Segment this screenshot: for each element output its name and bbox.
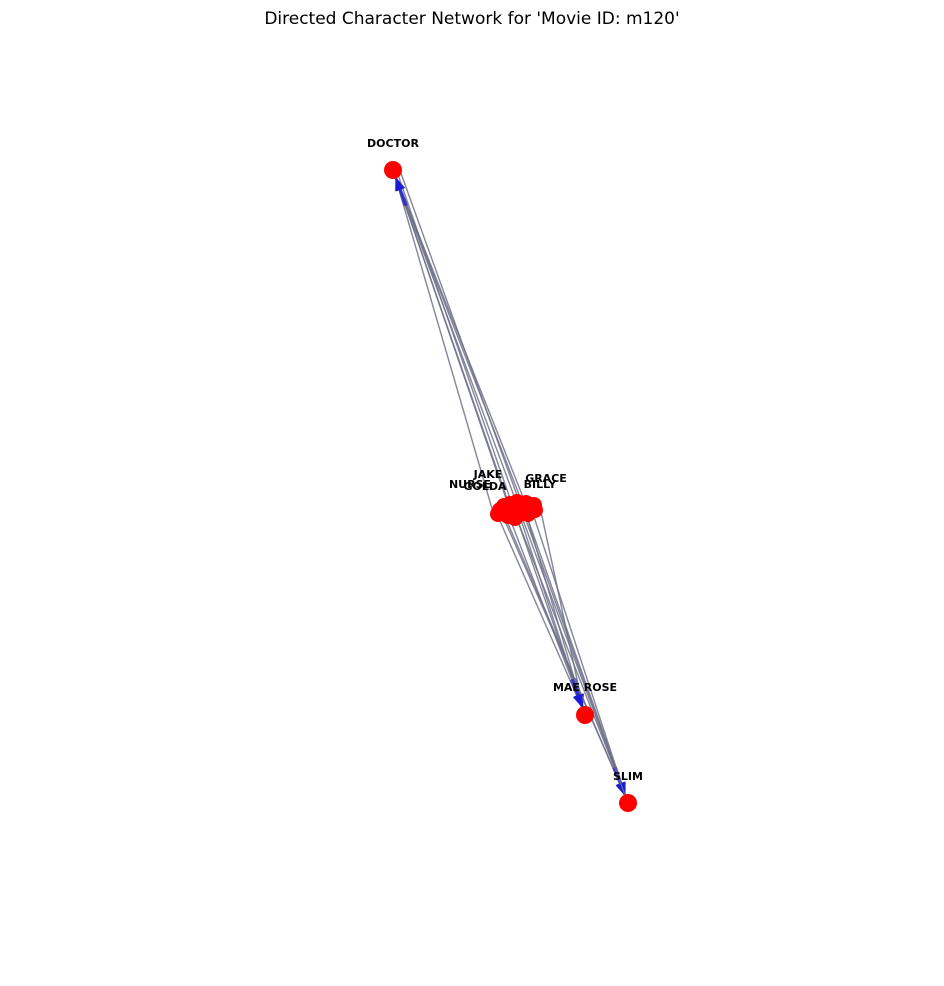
arrowhead xyxy=(395,177,405,192)
node-label-nurse: NURSE xyxy=(449,478,491,491)
node-label-grace: GRACE xyxy=(525,472,567,485)
node-mae-rose[interactable] xyxy=(576,706,594,724)
nodes-layer xyxy=(384,161,637,812)
node-label-mae-rose: MAE ROSE xyxy=(553,681,617,694)
node-label-slim: SLIM xyxy=(613,770,643,783)
node-doctor[interactable] xyxy=(384,161,402,179)
edges-layer xyxy=(394,167,629,804)
node-slim[interactable] xyxy=(619,794,637,812)
chart-title: Directed Character Network for 'Movie ID… xyxy=(264,9,679,29)
edge-slim-to-doctor xyxy=(395,177,629,804)
node-label-jake: JAKE xyxy=(473,468,503,481)
node-label-golda: GOLDA xyxy=(463,480,507,493)
arrowhead xyxy=(616,781,626,796)
arrowhead xyxy=(573,693,583,708)
node-billy[interactable] xyxy=(513,502,531,520)
node-label-doctor: DOCTOR xyxy=(367,137,419,150)
node-label-billy: BILLY xyxy=(524,478,558,491)
edge-doctor-to-mae-rose xyxy=(395,168,584,708)
